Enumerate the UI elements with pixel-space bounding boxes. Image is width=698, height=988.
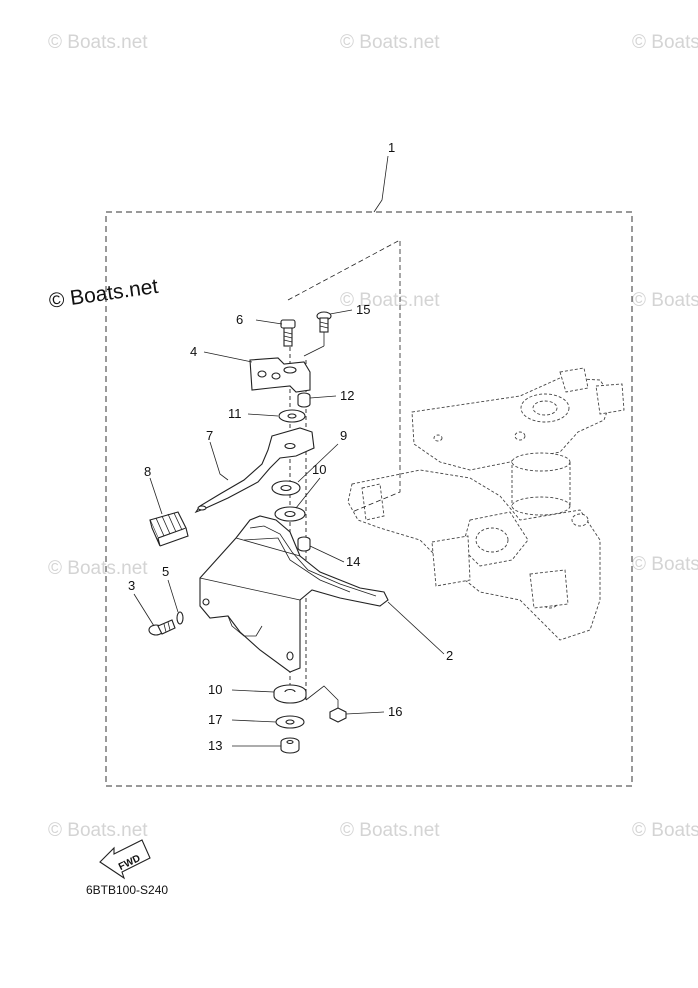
part-11-washer: [278, 409, 306, 423]
label-part-13: 13: [208, 738, 222, 753]
label-part-15: 15: [356, 302, 370, 317]
label-part-7: 7: [206, 428, 213, 443]
part-8-grommet: [149, 511, 189, 547]
watermark: © Boats.net: [340, 820, 440, 841]
label-part-17: 17: [208, 712, 222, 727]
watermark: © Boats.net: [48, 820, 148, 841]
part-7-lever: [194, 427, 315, 514]
part-5-lockwasher: [176, 611, 184, 625]
label-part-12: 12: [340, 388, 354, 403]
label-part-5: 5: [162, 564, 169, 579]
part-13-nut: [280, 737, 300, 754]
label-part-2: 2: [446, 648, 453, 663]
leader-lines: [133, 155, 445, 747]
part-10-washer-upper: [274, 506, 306, 522]
watermark: © Boats.net: [48, 558, 148, 579]
part-4-bracket: [249, 357, 311, 393]
part-12-collar: [297, 392, 311, 408]
watermark: © Boats.net: [632, 32, 698, 53]
part-10-washer-lower: [273, 684, 307, 704]
label-part-10-upper: 10: [312, 462, 326, 477]
part-9-washer: [271, 480, 301, 496]
diagram-code: 6BTB100-S240: [86, 883, 168, 897]
watermark: © Boats.net: [340, 32, 440, 53]
callout-labels: 1 6 15 4 12 11 7 9 8 10 14 5 3 2 10 16 1…: [128, 140, 453, 753]
label-part-10-lower: 10: [208, 682, 222, 697]
watermark: © Boats.net: [632, 820, 698, 841]
part-14-bushing: [297, 536, 311, 552]
part-16-nut: [305, 685, 347, 723]
assembly-boundary: [105, 211, 633, 787]
label-part-4: 4: [190, 344, 197, 359]
label-part-16: 16: [388, 704, 402, 719]
label-part-14: 14: [346, 554, 360, 569]
watermark: © Boats.net: [340, 290, 440, 311]
part-15-screw: [303, 311, 332, 357]
label-part-1: 1: [388, 140, 395, 155]
watermark: © Boats.net: [48, 32, 148, 53]
watermark: © Boats.net: [632, 554, 698, 575]
fwd-arrow-icon: FWD: [99, 839, 151, 880]
watermarks: © Boats.net © Boats.net © Boats.net © Bo…: [47, 32, 698, 841]
part-3-bolt: [148, 619, 176, 636]
label-part-11: 11: [228, 406, 242, 421]
part-6-bolt: [280, 319, 296, 347]
part-17-washer: [275, 715, 305, 729]
engine-bracket-ghost: [347, 367, 625, 641]
label-part-8: 8: [144, 464, 151, 479]
label-part-6: 6: [236, 312, 243, 327]
watermark-dark: © Boats.net: [47, 275, 159, 313]
part-2-main-bracket: [199, 515, 389, 673]
watermark: © Boats.net: [632, 290, 698, 311]
label-part-9: 9: [340, 428, 347, 443]
label-part-3: 3: [128, 578, 135, 593]
